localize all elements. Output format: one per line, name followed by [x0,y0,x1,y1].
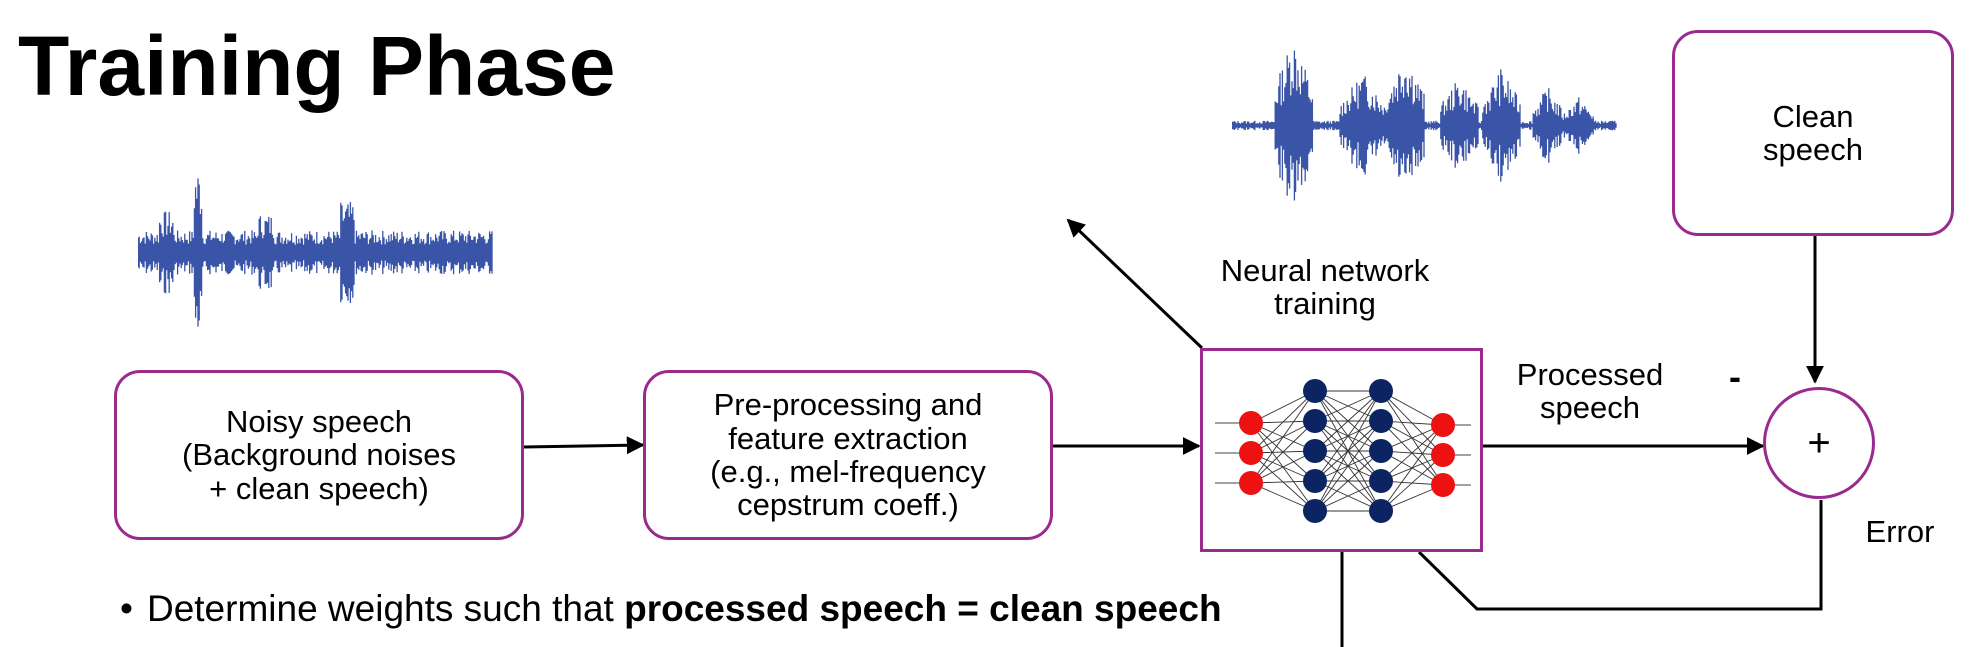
clean-waveform-icon [1232,50,1617,201]
bullet-point: • Determine weights such that processed s… [120,588,1222,630]
summation-node: + [1763,387,1875,499]
arrow-nn-diagonal [1066,218,1204,350]
nn-training-label: Neural network training [1220,253,1430,321]
nn-hidden-node [1303,409,1327,433]
processed-speech-label: Processed speech [1516,357,1664,425]
arrow-noisy-to-preprocessing [523,436,645,455]
noisy-speech-box: Noisy speech (Background noises + clean … [114,370,524,540]
nn-hidden-node [1303,469,1327,493]
nn-hidden-node [1369,409,1393,433]
nn-hidden-node [1303,499,1327,523]
nn-io-node [1239,411,1263,435]
nn-io-node [1431,413,1455,437]
nn-hidden-node [1303,439,1327,463]
neural-network-icon [1215,379,1471,523]
nn-hidden-node [1369,379,1393,403]
bullet-bold-text: processed speech = clean speech [624,588,1222,629]
noisy-waveform-icon [138,178,493,327]
nn-hidden-node [1369,499,1393,523]
nn-hidden-node [1369,469,1393,493]
bullet-icon: • [120,588,133,629]
nn-io-node [1431,473,1455,497]
nn-io-node [1239,471,1263,495]
bullet-text: Determine weights such that [146,588,625,629]
clean-speech-box: Clean speech [1672,30,1954,236]
minus-sign: - [1729,356,1741,397]
error-feedback-line [1417,500,1823,611]
preprocessing-box: Pre-processing and feature extraction (e… [643,370,1053,540]
nn-io-node [1431,443,1455,467]
error-label: Error [1865,514,1935,549]
nn-hidden-node [1369,439,1393,463]
nn-io-node [1239,441,1263,465]
nn-hidden-node [1303,379,1327,403]
page-title: Training Phase [18,19,616,113]
neural-network-box [1200,348,1483,552]
